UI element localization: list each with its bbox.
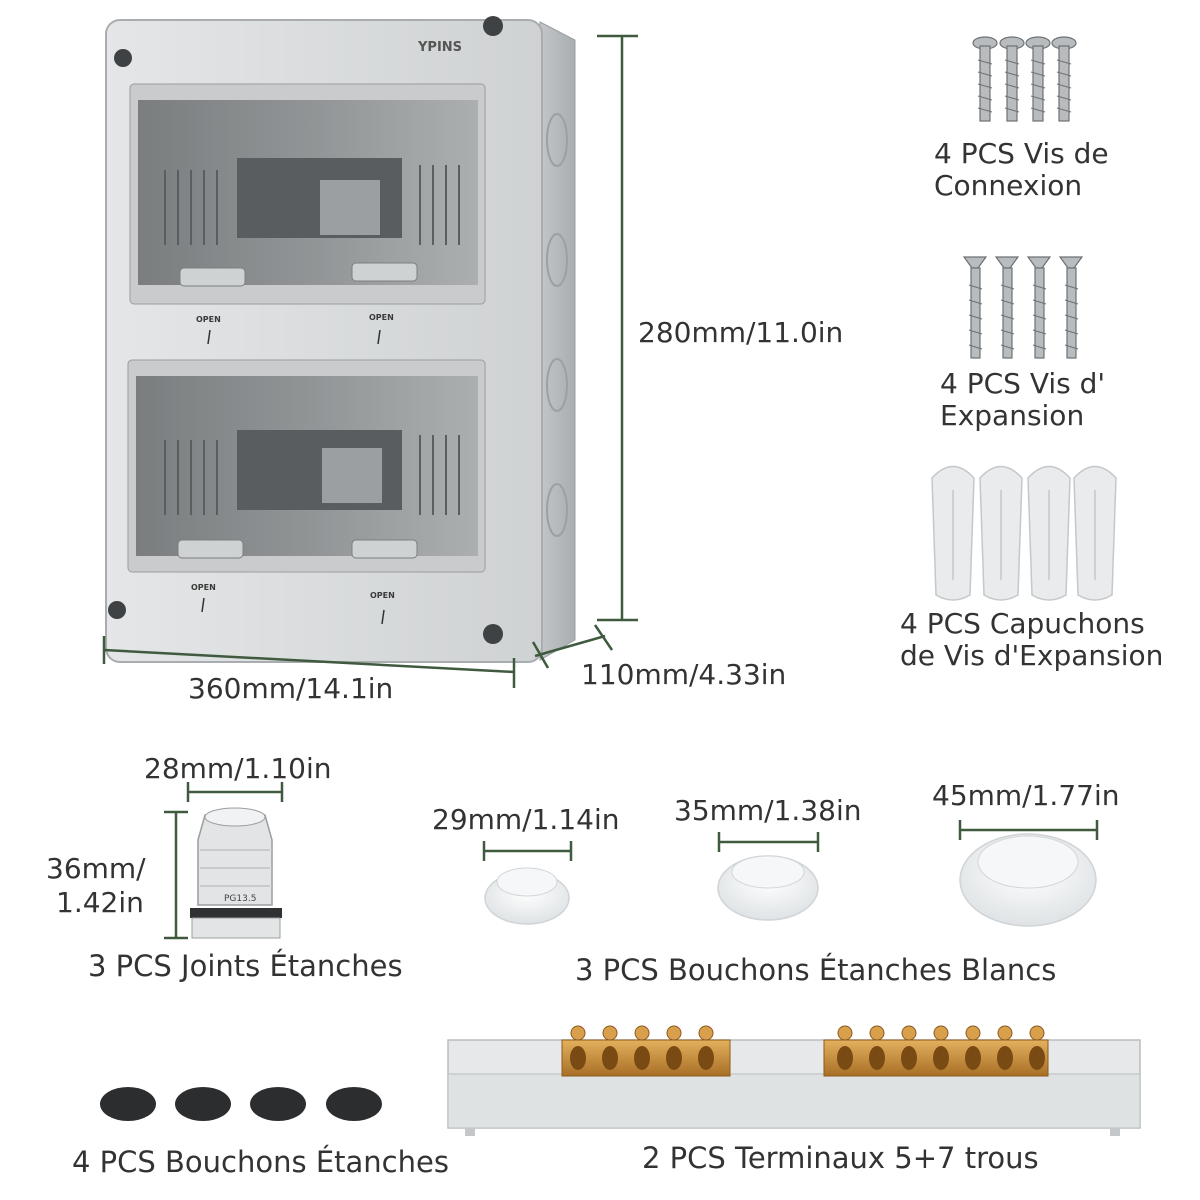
large-plug-dimension: 45mm/1.77in xyxy=(932,779,1120,812)
small-plug-dimension: 29mm/1.14in xyxy=(432,803,620,836)
dimension-lines xyxy=(102,34,638,688)
gland-height-line1: 36mm/ xyxy=(46,852,146,885)
corner-screws xyxy=(108,16,503,644)
brand-logo: YPINS xyxy=(418,40,462,55)
black-plugs-drawing xyxy=(100,1087,382,1121)
connection-screws-caption-line2: Connexion xyxy=(934,169,1083,202)
top-din-rail xyxy=(320,180,380,235)
medium-plug-dimension: 35mm/1.38in xyxy=(674,794,862,827)
top-latch-left xyxy=(179,267,246,287)
cable-gland-caption: 3 PCS Joints Étanches xyxy=(88,949,403,983)
connection-screws xyxy=(972,36,1077,122)
open-label-top-right: OPEN xyxy=(369,313,394,322)
open-label-bottom-left: OPEN xyxy=(191,583,216,592)
white-plugs-caption: 3 PCS Bouchons Étanches Blancs xyxy=(575,953,1057,987)
expansion-screws-caption-line2: Expansion xyxy=(940,399,1085,432)
depth-dimension: 110mm/4.33in xyxy=(581,658,787,691)
gland-height-dimension: 36mm/ 1.42in xyxy=(46,852,146,920)
terminal-bar-drawing xyxy=(447,1025,1141,1136)
anchors-caption-line2: de Vis d'Expansion xyxy=(900,639,1164,672)
expansion-screws-caption-line1: 4 PCS Vis d' xyxy=(940,367,1106,400)
bottom-vent-lines xyxy=(164,435,460,515)
top-vent-lines xyxy=(164,165,460,245)
expansion-screws xyxy=(962,256,1084,359)
gland-width-dimension: 28mm/1.10in xyxy=(144,752,332,785)
expansion-screws-caption: 4 PCS Vis d' Expansion xyxy=(940,368,1105,432)
open-label-top-left: OPEN xyxy=(196,315,221,324)
connection-screws-caption-line1: 4 PCS Vis de xyxy=(934,137,1109,170)
bottom-din-rail xyxy=(322,448,382,503)
top-latch-right xyxy=(351,262,418,282)
side-knockouts xyxy=(546,113,568,537)
open-label-bottom-right: OPEN xyxy=(370,591,395,600)
bottom-latch-right xyxy=(351,539,418,559)
height-dimension: 280mm/11.0in xyxy=(638,316,844,349)
wall-anchors xyxy=(931,465,1117,601)
connection-screws-caption: 4 PCS Vis de Connexion xyxy=(934,138,1109,202)
white-plugs-drawing xyxy=(482,820,1099,927)
black-plugs-caption: 4 PCS Bouchons Étanches xyxy=(72,1145,449,1179)
width-dimension: 360mm/14.1in xyxy=(188,672,394,705)
wall-anchors-ribs xyxy=(952,490,1096,580)
open-arrows xyxy=(201,329,385,625)
brand-name: YPINS xyxy=(418,40,463,55)
anchors-caption: 4 PCS Capuchons de Vis d'Expansion xyxy=(900,608,1163,672)
terminals-caption: 2 PCS Terminaux 5+7 trous xyxy=(642,1141,1039,1175)
anchors-caption-line1: 4 PCS Capuchons xyxy=(900,607,1145,640)
enclosure-side xyxy=(539,21,576,661)
cable-gland-drawing xyxy=(164,782,284,940)
gland-height-line2: 1.42in xyxy=(56,886,144,919)
gland-marking: PG13.5 xyxy=(224,894,257,904)
bottom-latch-left xyxy=(177,539,244,559)
